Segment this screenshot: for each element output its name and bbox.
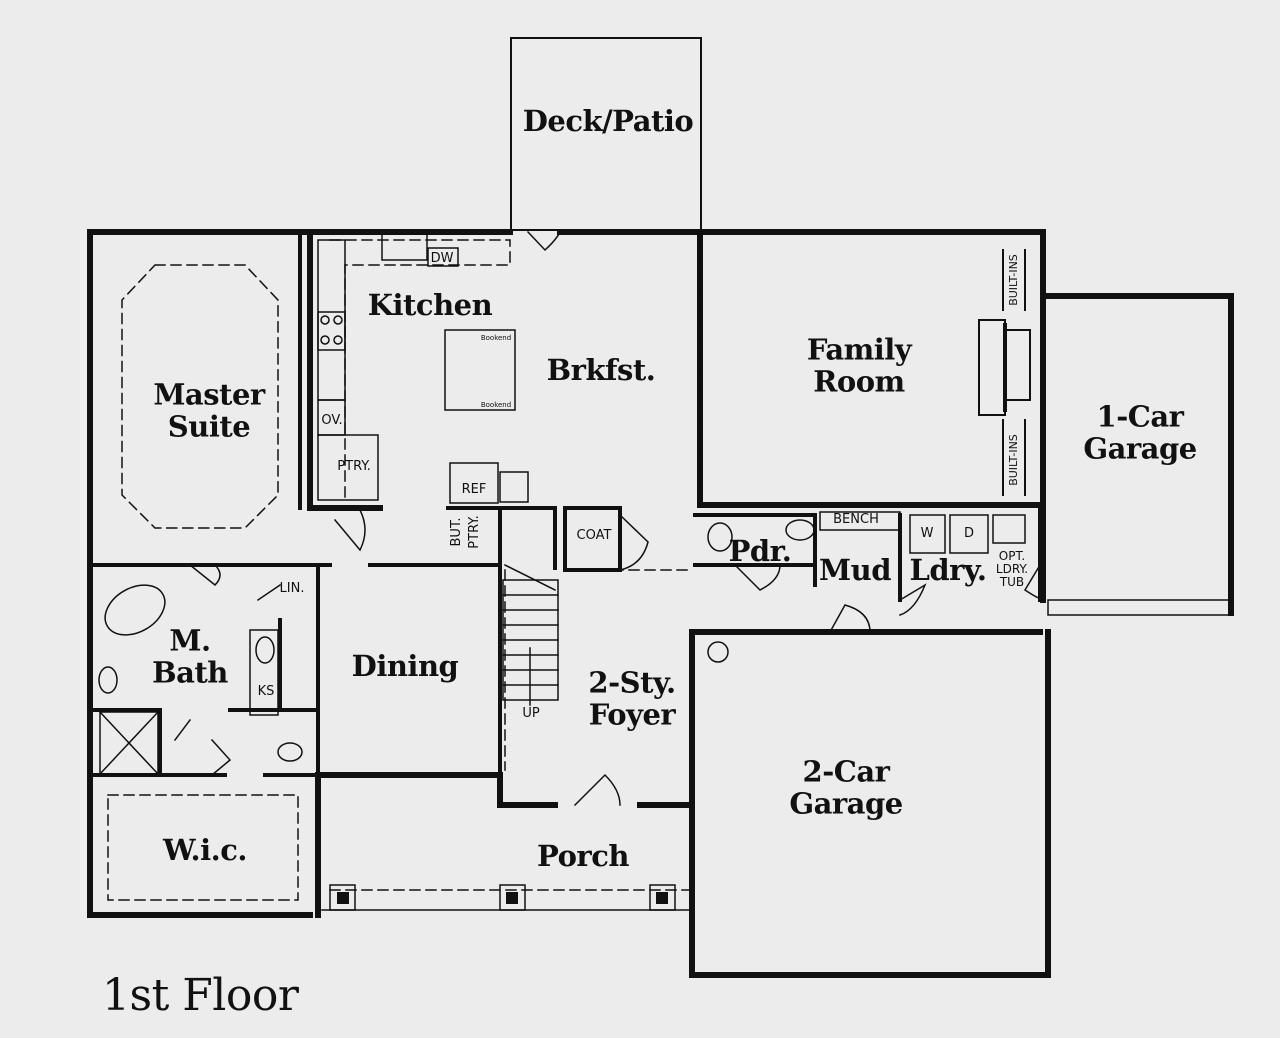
fixture-ptry: PTRY. (337, 458, 371, 474)
fixture-bench: BENCH (833, 511, 879, 527)
master-tray-ceiling (121, 264, 279, 529)
fixture-but: BUT. (448, 517, 464, 547)
room-label-pdr: Pdr. (728, 533, 792, 568)
room-label-ldry: Ldry. (909, 552, 987, 587)
room-label-one-car-garage: 1-Car Garage (1083, 399, 1197, 466)
staircase (502, 563, 559, 706)
fixture-bookend-top: Bookend (480, 334, 512, 342)
room-label-master-suite: Master Suite (153, 377, 265, 444)
room-label-brkfst: Brkfst. (546, 352, 656, 387)
room-label-dining: Dining (351, 648, 459, 683)
wic-shelving (107, 794, 299, 901)
fixture-stair-up: UP (522, 705, 540, 721)
fixture-builtins-top: BUILT-INS (1006, 254, 1020, 306)
kitchen-island (444, 329, 516, 411)
room-label-two-car-garage: 2-Car Garage (789, 754, 903, 821)
cooktop-burners (317, 311, 346, 351)
fixture-dryer: D (963, 525, 975, 541)
interior-walls (88, 230, 1042, 777)
fixture-ov: OV. (321, 412, 343, 428)
fixture-washer: W (920, 525, 934, 541)
fixture-builtins-bottom: BUILT-INS (1006, 434, 1020, 486)
exterior-walls (87, 229, 1234, 978)
room-label-m-bath: M. Bath (152, 623, 228, 690)
fixture-but-ptry: PTRY. (466, 515, 482, 549)
fixture-coat: COAT (576, 527, 612, 543)
fixture-bookend-bottom: Bookend (480, 401, 512, 409)
floor-title: 1st Floor (102, 970, 299, 1021)
fixture-ref: REF (461, 481, 487, 497)
room-label-family-room: Family Room (806, 332, 912, 399)
tub (104, 584, 166, 636)
fixture-opt-ldry-tub: OPT. LDRY. TUB (995, 549, 1029, 590)
room-label-mud: Mud (819, 552, 891, 587)
fixture-dw: DW (430, 250, 454, 266)
fixture-ks: KS (257, 683, 275, 699)
room-label-kitchen: Kitchen (367, 287, 493, 322)
room-label-foyer: 2-Sty. Foyer (588, 665, 676, 732)
room-label-porch: Porch (537, 838, 629, 873)
fixture-lin: LIN. (279, 580, 305, 596)
room-label-wic: W.i.c. (162, 832, 248, 867)
room-label-deck-patio: Deck/Patio (522, 103, 694, 138)
